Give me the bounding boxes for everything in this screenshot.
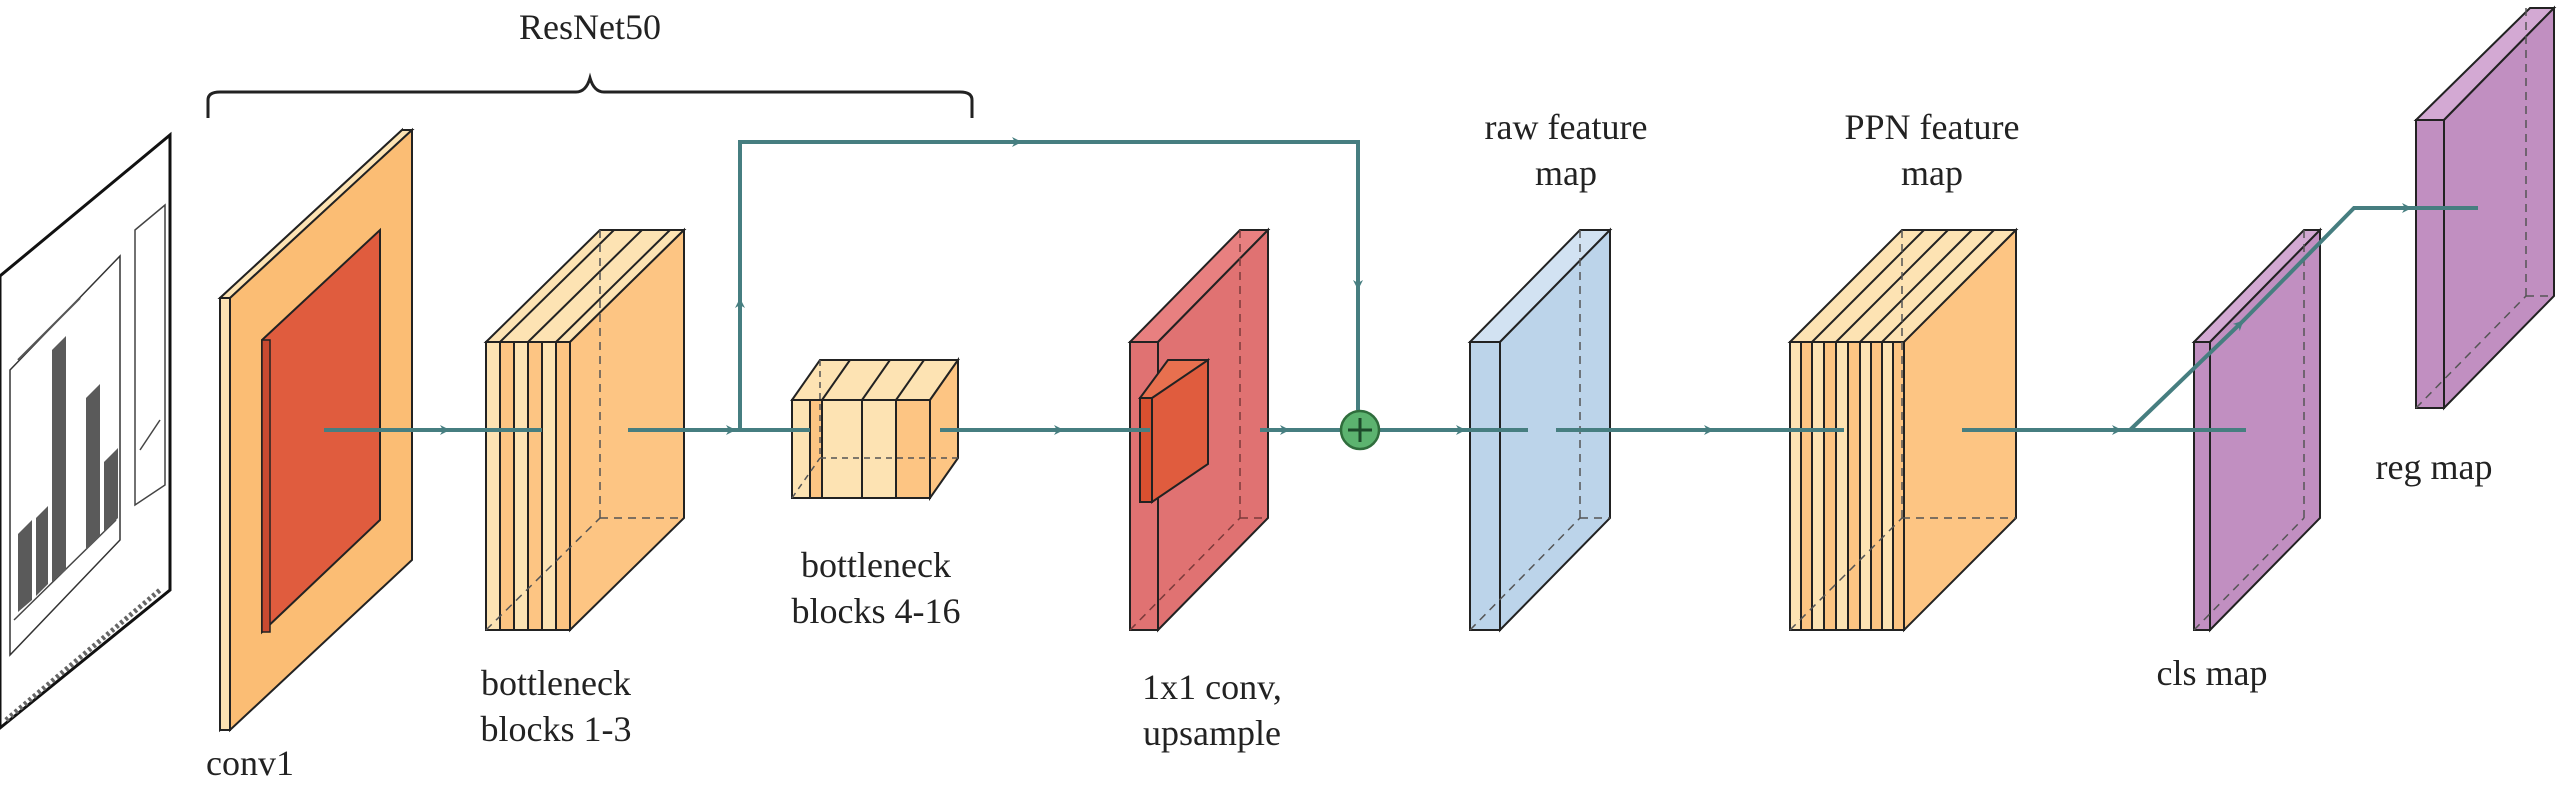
conv1x1-upsample-label: 1x1 conv, upsample [1142,664,1282,756]
bottleneck-blocks-1-3 [483,227,687,633]
cls-map-label: cls map [2156,653,2268,693]
input-document-image [0,131,172,730]
conv-1x1-upsample-block [1127,227,1271,633]
conv1x1-line1: 1x1 conv, [1142,667,1282,707]
ppn-feature-map-block [1787,227,2019,633]
conv1-block [217,127,415,733]
connection-arrows [324,137,2478,435]
raw-feature-line2: map [1535,153,1597,193]
bottleneck-1-3-line1: bottleneck [481,663,631,703]
bottleneck-4-16-label: bottleneck blocks 4-16 [792,542,961,634]
ppn-feature-line1: PPN feature [1844,107,2020,147]
ppn-feature-line2: map [1901,153,1963,193]
bottleneck-blocks-4-16 [790,356,960,502]
raw-feature-map-block [1467,227,1613,633]
bottleneck-4-16-line2: blocks 4-16 [791,591,961,631]
ppn-feature-map-label: PPN feature map [1845,104,2020,196]
resnet50-label: ResNet50 [519,7,661,47]
plus-node-icon [1339,409,1381,451]
conv1-label: conv1 [206,743,294,783]
reg-map-label: reg map [2375,447,2493,487]
arrow-to-reg-map [2128,320,2244,432]
resnet-brace [206,72,974,118]
bottleneck-4-16-line1: bottleneck [801,545,951,585]
bottleneck-1-3-label: bottleneck blocks 1-3 [481,660,632,752]
reg-map-block [2413,5,2557,411]
conv1x1-line2: upsample [1143,713,1281,753]
bottleneck-1-3-line2: blocks 1-3 [480,709,632,749]
raw-feature-line1: raw feature [1484,107,1648,147]
raw-feature-map-label: raw feature map [1485,104,1648,196]
